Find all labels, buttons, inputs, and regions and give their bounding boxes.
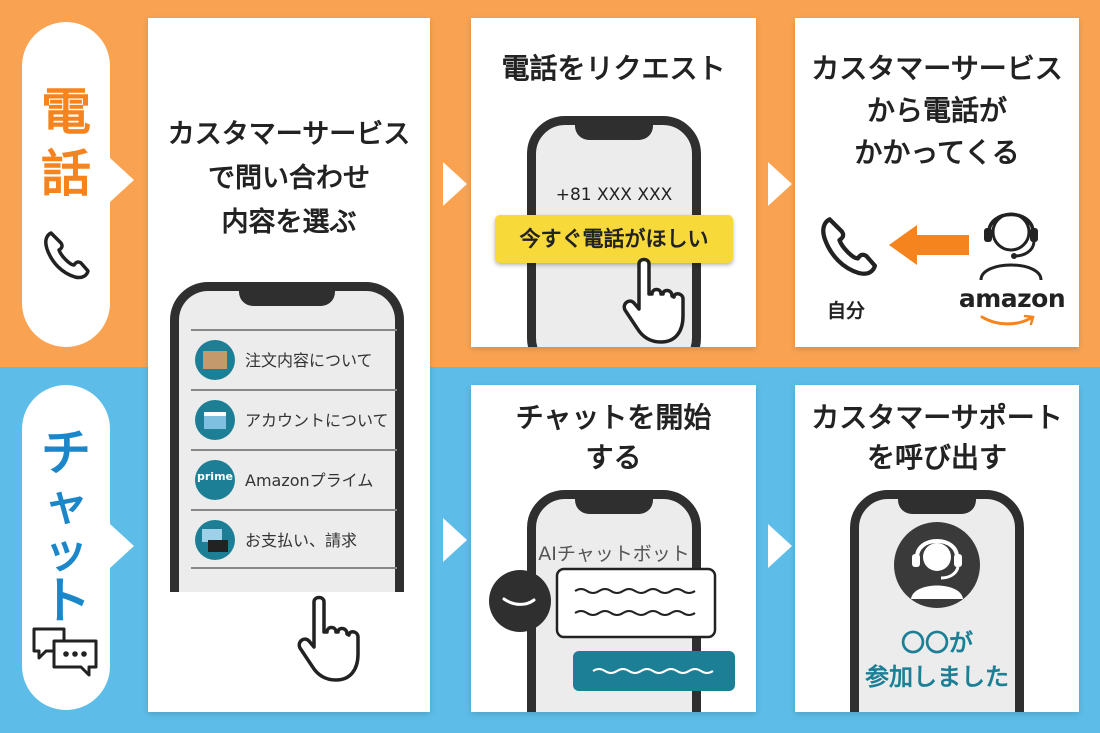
menu-item-account-label: アカウントについて <box>245 411 389 430</box>
step1-chat-arrow <box>443 518 467 562</box>
phone-step3-title-line-1: カスタマーサービス <box>811 52 1063 85</box>
chat-step2-title-line-1: チャットを開始 <box>515 401 712 434</box>
joined-text-line-2: 参加しました <box>865 663 1009 691</box>
menu-item-orders-label: 注文内容について <box>245 351 373 370</box>
ai-chatbot-label: AIチャットボット <box>538 543 690 565</box>
chat-label-char-3: ッ <box>44 527 88 578</box>
chat-step3-mockup: 〇〇が 参加しました <box>850 490 1024 712</box>
phone-step3-card: カスタマーサービス から電話が かかってくる 自分 amazon <box>795 18 1079 347</box>
package-icon <box>195 340 235 380</box>
phone-handset-icon <box>821 217 878 276</box>
self-label: 自分 <box>827 300 866 322</box>
chat-label-arrow <box>110 524 134 568</box>
menu-item-prime[interactable]: prime Amazonプライム <box>191 449 397 507</box>
phone-label-char-2: 話 <box>41 145 91 203</box>
chat-step3-title-line-1: カスタマーサポート <box>811 401 1063 434</box>
phone-step2-card: 電話をリクエスト +81 XXX XXX 今すぐ電話がほしい <box>471 18 756 347</box>
phone-step2-arrow <box>768 162 792 206</box>
phone-step2-notch <box>575 124 653 140</box>
step1-title-line-2: で問い合わせ <box>208 163 370 194</box>
bot-message-bubble <box>555 567 717 639</box>
chat-step3-card: カスタマーサポート を呼び出す 〇〇が 参加しました <box>795 385 1079 712</box>
incoming-arrow-icon <box>889 225 969 265</box>
chat-step2-title-line-2: する <box>585 441 642 474</box>
menu-item-payment[interactable]: お支払い、請求 <box>191 509 397 569</box>
prime-icon: prime <box>195 460 235 500</box>
request-call-button[interactable]: 今すぐ電話がほしい <box>495 215 733 263</box>
amazon-smile-icon <box>980 314 1035 326</box>
chat-bubbles-icon <box>32 627 98 677</box>
phone-label-pill: 電 話 <box>22 22 110 347</box>
user-message-bubble <box>573 651 735 691</box>
menu-item-prime-label: Amazonプライム <box>245 471 374 490</box>
chat-label-pill: チ ャ ッ ト <box>22 385 110 710</box>
account-calendar-icon <box>195 400 235 440</box>
step1-phone-notch <box>239 290 335 306</box>
pointing-hand-icon <box>622 257 685 344</box>
phone-step3-title-line-2: から電話が <box>866 94 1007 127</box>
chat-step3-title-line-2: を呼び出す <box>866 441 1007 474</box>
phone-step2-title: 電話をリクエスト <box>501 52 726 85</box>
step1-title-line-1: カスタマーサービス <box>167 119 411 150</box>
menu-item-account[interactable]: アカウントについて <box>191 389 397 447</box>
headset-operator-icon <box>894 522 980 608</box>
chat-step3-notch <box>898 498 976 514</box>
menu-item-payment-label: お支払い、請求 <box>245 531 358 550</box>
card-payment-icon <box>195 520 235 560</box>
request-phone-number: +81 XXX XXX <box>555 185 673 205</box>
step1-card: カスタマーサービス で問い合わせ 内容を選ぶ 注文内容について アカウントについ… <box>148 18 430 712</box>
joined-text-line-1: 〇〇が <box>901 629 973 657</box>
amazon-smile-icon <box>502 597 536 606</box>
phone-label-char-1: 電 <box>41 83 91 141</box>
menu-item-orders[interactable]: 注文内容について <box>191 329 397 387</box>
chat-step2-notch <box>575 498 653 514</box>
phone-label-arrow <box>110 158 134 202</box>
chat-step2-card: チャットを開始 する AIチャットボット <box>471 385 756 712</box>
amazon-avatar <box>489 570 551 632</box>
pointing-hand-icon <box>297 595 360 682</box>
chat-label-char-2: ャ <box>44 479 88 530</box>
phone-handset-icon <box>44 231 90 280</box>
amazon-logo-text: amazon <box>958 284 1066 313</box>
step1-phone-mockup: 注文内容について アカウントについて prime Amazonプライム お支払い… <box>170 282 404 592</box>
step1-phone-arrow <box>443 162 467 206</box>
chat-label-char-1: チ <box>41 424 91 482</box>
chat-step2-arrow <box>768 524 792 568</box>
step1-title-line-3: 内容を選ぶ <box>221 207 357 238</box>
chat-label-char-4: ト <box>41 572 91 630</box>
headset-operator-icon <box>979 212 1043 281</box>
phone-step3-title-line-3: かかってくる <box>854 136 1020 169</box>
prime-logo-text: prime <box>197 470 233 483</box>
